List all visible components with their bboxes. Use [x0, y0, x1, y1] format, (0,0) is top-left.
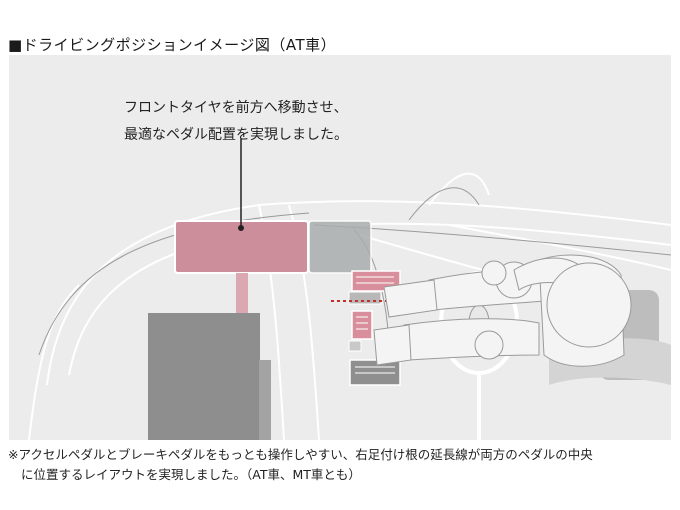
footnote: ※アクセルペダルとブレーキペダルをもっとも操作しやすい、右足付け根の延長線が両方…	[8, 445, 676, 485]
callout-text: フロントタイヤを前方へ移動させ、 最適なペダル配置を実現しました。	[124, 95, 348, 149]
driver-left-thigh	[403, 318, 540, 361]
driver-head	[546, 262, 632, 348]
diagram-panel: フロントタイヤを前方へ移動させ、 最適なペダル配置を実現しました。	[9, 55, 671, 440]
engine-block	[148, 313, 260, 440]
callout-leader-dot	[238, 225, 244, 231]
callout-line-1: フロントタイヤを前方へ移動させ、	[124, 100, 348, 116]
diagram-title: ■ドライビングポジションイメージ図（AT車）	[8, 36, 337, 54]
dash-line	[448, 224, 671, 271]
fender-line	[28, 284, 80, 440]
driver-figure	[373, 254, 632, 367]
driver-left-shin	[373, 324, 412, 366]
driver-left-knee	[474, 330, 504, 360]
wiper-shape	[428, 172, 490, 206]
cowl-highlight	[308, 220, 372, 274]
car-illustration	[28, 139, 671, 440]
driver-hand	[481, 260, 507, 286]
footnote-line-2: に位置するレイアウトを実現しました。（AT車、MT車とも）	[21, 467, 361, 482]
highlight-stem	[236, 273, 248, 313]
callout-line-2: 最適なペダル配置を実現しました。	[124, 127, 348, 143]
pedal-group	[348, 270, 401, 386]
brake-pedal	[351, 310, 373, 340]
engine-block-side	[259, 360, 271, 440]
driver-right-shin	[383, 279, 438, 318]
brake-pedal-base	[348, 340, 362, 352]
footnote-line-1: ※アクセルペダルとブレーキペダルをもっとも操作しやすい、右足付け根の延長線が両方…	[8, 447, 593, 462]
pedal-plate	[348, 291, 382, 305]
